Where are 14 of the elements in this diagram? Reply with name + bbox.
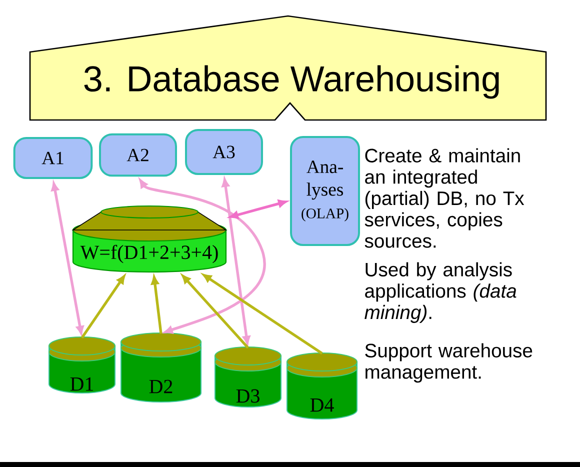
cylinder: D2: [120, 332, 202, 403]
app-box: Ana- lyses (OLAP): [290, 136, 360, 246]
bullet-text: Used by analysis applications (data mining).: [364, 262, 516, 323]
arrow: [202, 274, 323, 355]
app-box: A3: [185, 129, 263, 175]
title-banner: 3. Database Warehousing: [29, 15, 547, 121]
bullet-text: Support warehouse management.: [365, 343, 532, 383]
arrow: [80, 275, 126, 338]
cylinder: D4: [286, 352, 358, 420]
app-box: A2: [99, 133, 177, 177]
bullet-text: Create & maintain an integrated (partial) DB, no Tx services, copies sources.: [364, 148, 524, 248]
app-box: A1: [13, 137, 93, 179]
cylinder: D1: [48, 336, 116, 394]
cylinder: D3: [214, 346, 282, 408]
